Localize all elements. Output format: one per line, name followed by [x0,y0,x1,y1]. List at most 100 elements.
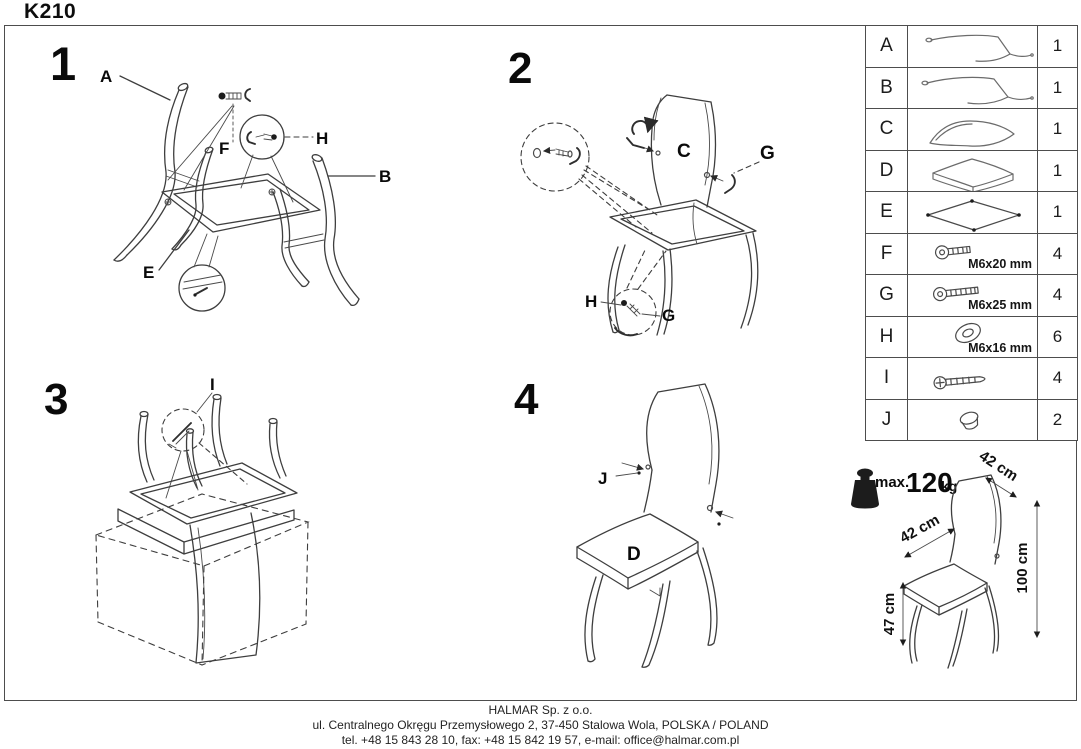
part-qty: 2 [1037,398,1078,441]
dimensions-diagram: max. 120 kg 42 cm 42 cm 100 cm 47 cm [851,448,1041,669]
label-b: B [379,167,391,186]
table-row: H M6x16 mm 6 [865,315,1078,358]
table-row: F M6x20 mm 4 [865,232,1078,275]
dashed-leader-g [733,161,760,174]
part-qty: 4 [1037,357,1078,400]
dim-seat-depth: 42 cm [897,511,942,546]
detail-circle-h [239,114,294,203]
turn-key-icon [626,116,661,156]
backrest-panel-icon [928,120,1015,147]
label-h: H [316,129,328,148]
part-qty: 4 [1037,274,1078,317]
allen-bolt-long-icon [932,286,979,302]
footer-company: HALMAR Sp. z o.o. [488,703,593,717]
table-row: A 1 [865,25,1078,68]
label-g-bottom: G [662,306,675,325]
leader-g-bottom [641,313,661,317]
part-letter: F [865,232,908,275]
dim-arrow-back-width [985,477,1017,498]
label-h-bottom: H [585,292,597,311]
wood-screw-icon [932,375,986,390]
washer-icon [954,322,981,343]
step3-diagram: 3 I [44,375,310,666]
side-frame-right-icon [920,77,1034,105]
part-letter: I [865,357,908,400]
part-letter: B [865,66,908,109]
label-c: C [677,141,691,162]
dim-arrow-seat-depth [904,528,955,558]
part-qty: 1 [1037,149,1078,192]
part-size: M6x25 mm [968,298,1032,313]
label-e: E [143,263,154,282]
part-qty: 6 [1037,315,1078,358]
seat-cushion-icon [931,158,1014,191]
leg-frame-b-drawing [272,154,360,307]
bottom-detail-circle [609,247,667,337]
step4-number: 4 [514,375,539,424]
step3-number: 3 [44,375,68,424]
label-d: D [627,544,641,565]
seat-frame-icon [925,198,1021,232]
label-a: A [100,67,112,86]
part-letter: A [865,25,908,68]
weight-icon [851,468,879,509]
side-frame-left-icon [924,34,1034,62]
table-row: G M6x25 mm 4 [865,274,1078,317]
table-row: J 2 [865,398,1078,441]
part-letter: G [865,274,908,317]
allen-bolt-icon [934,245,971,260]
leader-h-bottom [600,301,622,306]
parts-list-table: A 1 B [865,25,1078,441]
part-letter: J [865,398,908,441]
table-row: B 1 [865,66,1078,109]
part-letter: E [865,191,908,234]
detail-circle-rail [178,233,226,312]
table-row: D 1 [865,149,1078,192]
dim-back-width: 42 cm [976,448,1021,485]
part-qty: 4 [1037,232,1078,275]
leader-a [119,75,171,101]
leader-i [196,392,213,413]
leader-e [158,229,190,271]
dashed-fan-leaders [578,165,661,234]
assembled-chair-drawing [576,383,720,668]
step1-number: 1 [50,37,76,90]
step1-diagram: 1 [50,37,391,312]
backrest-frame-drawing [650,94,717,208]
screw-detail-circle [161,408,248,499]
hardware-detail-circle [520,122,590,192]
part-qty: 1 [1037,25,1078,68]
table-row: C 1 [865,108,1078,151]
cap-arrows [615,462,734,526]
part-qty: 1 [1037,191,1078,234]
label-g-right: G [760,143,775,164]
cover-cap-icon [959,411,978,430]
footer-contact: tel. +48 15 843 28 10, fax: +48 15 842 1… [341,733,740,747]
part-letter: D [865,149,908,192]
part-qty: 1 [1037,108,1078,151]
step2-diagram: 2 C [508,44,775,337]
explode-leader-lines [167,105,235,191]
label-j: J [598,469,607,488]
footer: HALMAR Sp. z o.o. ul. Centralnego Okręgu… [0,703,1081,748]
product-code-title: K210 [24,0,77,23]
part-size: M6x16 mm [968,340,1032,355]
dim-total-height: 100 cm [1014,543,1031,594]
part-letter: H [865,315,908,358]
bolt-and-key-icon [218,88,251,102]
part-qty: 1 [1037,66,1078,109]
dimension-chair-drawing [903,474,1002,669]
footer-address: ul. Centralnego Okręgu Przemysłowego 2, … [312,718,769,732]
seat-frame-drawing [161,173,321,233]
max-load-value: 120 [906,467,953,498]
table-row: E 1 [865,191,1078,234]
dim-seat-height: 47 cm [881,593,898,636]
max-load-unit: kg [941,478,957,494]
label-f: F [219,139,229,158]
leg-frame-a-drawing [113,82,214,262]
max-load-label: max. [875,474,909,491]
chair-base-drawing [607,199,759,336]
step2-number: 2 [508,44,532,93]
table-row: I 4 [865,357,1078,400]
